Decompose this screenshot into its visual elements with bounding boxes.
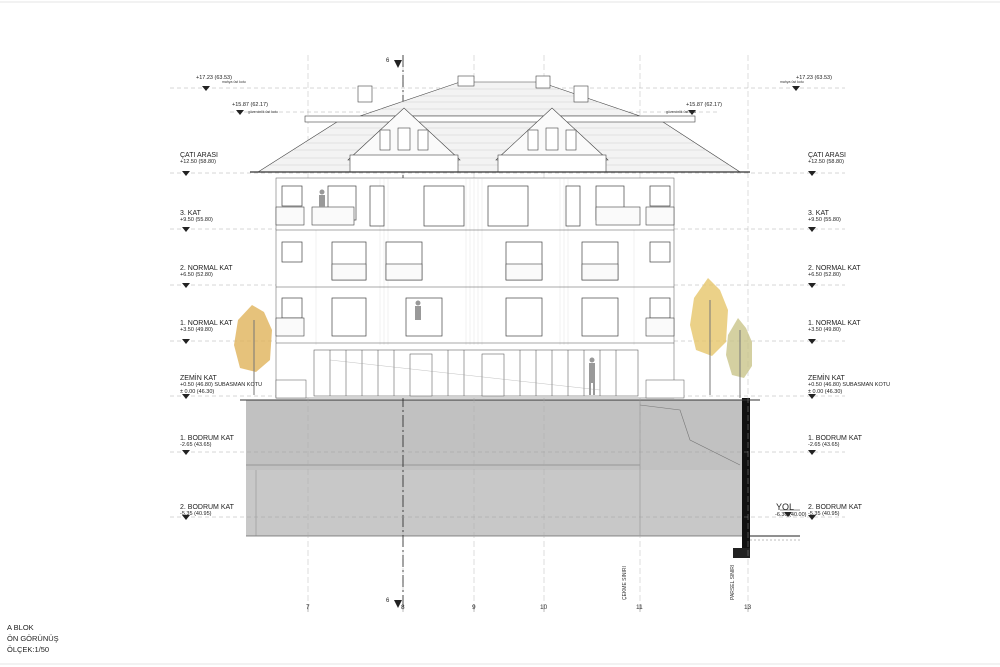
level-right-gable: +15.87 (62.17) <box>686 102 722 108</box>
axis-bubbles <box>307 604 749 612</box>
tree-right-2 <box>726 318 752 398</box>
drawing-title: A BLOK ÖN GÖRÜNÜŞ ÖLÇEK:1/50 <box>7 622 59 655</box>
level-left-gable: +15.87 (62.17) <box>232 102 268 108</box>
title-scale: ÖLÇEK:1/50 <box>7 645 50 654</box>
level-right-3: 3. KAT+9.50 (55.80) <box>808 210 841 223</box>
section-mark-top: 6 <box>386 58 390 64</box>
level-right-b1: 1. BODRUM KAT-2.65 (43.65) <box>808 435 862 448</box>
road-label: YOL <box>776 502 795 512</box>
roof <box>250 75 750 173</box>
title-view: ÖN GÖRÜNÜŞ <box>7 634 59 643</box>
level-left-ridge: +17.23 (63.53) <box>196 75 232 81</box>
people <box>319 189 595 395</box>
ridge-note-right: mahya üst kotu <box>780 80 804 84</box>
gable-note-right: güvercinlik üst kotu <box>666 110 696 114</box>
level-left-b1: 1. BODRUM KAT-2.65 (43.65) <box>180 435 234 448</box>
gable-note-left: güvercinlik üst kotu <box>248 110 278 114</box>
facade <box>275 177 685 399</box>
title-block: A BLOK <box>7 623 34 632</box>
axis-label-8: 8 <box>401 604 405 611</box>
level-right-b2: 2. BODRUM KAT-5.35 (40.95) <box>808 504 862 517</box>
storefront <box>313 349 639 397</box>
level-right-1: 1. NORMAL KAT+3.50 (49.80) <box>808 320 861 333</box>
tree-left <box>234 305 272 395</box>
level-left-ground: ZEMİN KAT+0.50 (46.80) SUBASMAN KOTU± 0.… <box>180 375 263 395</box>
axis-label-13: 13 <box>744 604 752 611</box>
ridge-note-left: mahya üst kotu <box>222 80 246 84</box>
level-right-ridge: +17.23 (63.53) <box>796 75 832 81</box>
tree-right-1 <box>690 278 728 395</box>
level-left-1: 1. NORMAL KAT+3.50 (49.80) <box>180 320 233 333</box>
level-markers <box>182 86 816 520</box>
level-left-3: 3. KAT+9.50 (55.80) <box>180 210 213 223</box>
section-mark-bottom: 6 <box>386 598 390 604</box>
basement-section <box>240 398 800 558</box>
parcel-line-label: PARSEL SINIRI <box>730 564 736 600</box>
level-left-2: 2. NORMAL KAT+6.50 (52.80) <box>180 265 233 278</box>
road-elevation: -6.30 (40.00) <box>775 512 807 518</box>
axis-label-9: 9 <box>472 604 476 611</box>
setback-line-label: ÇEKME SINIRI <box>622 566 628 600</box>
windows <box>281 185 671 337</box>
level-left-attic: ÇATI ARASI+12.50 (58.80) <box>180 152 218 165</box>
balconies <box>275 206 675 337</box>
level-left-b2: 2. BODRUM KAT-5.35 (40.95) <box>180 504 234 517</box>
level-right-ground: ZEMİN KAT+0.50 (46.80) SUBASMAN KOTU± 0.… <box>808 375 891 395</box>
level-right-attic: ÇATI ARASI+12.50 (58.80) <box>808 152 846 165</box>
axis-label-11: 11 <box>636 604 643 611</box>
axis-label-7: 7 <box>306 604 310 611</box>
axis-label-10: 10 <box>540 604 548 611</box>
level-right-2: 2. NORMAL KAT+6.50 (52.80) <box>808 265 861 278</box>
